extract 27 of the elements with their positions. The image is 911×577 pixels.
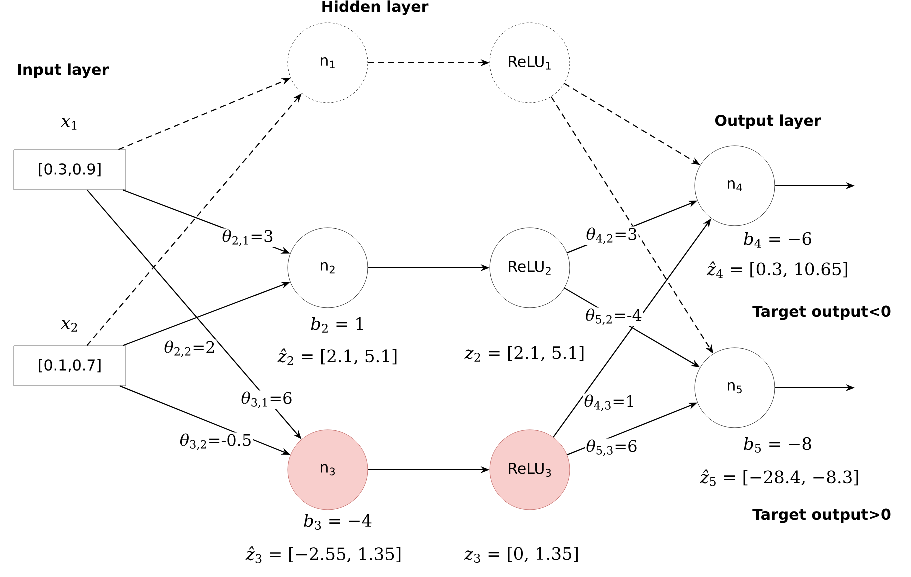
input-name: x$_{1}$	[61, 118, 77, 130]
edge-label: θ$_{2,2}$=2	[163, 340, 217, 358]
value-label: b$_{3}$ = −4	[304, 514, 372, 530]
value-label: ẑ$_{4}$ = [0.3, 10.65]	[706, 262, 848, 278]
value-label: b$_{5}$ = −8	[744, 437, 812, 453]
layer-heading: Input layer	[18, 64, 110, 78]
value-label: z$_{2}$ = [2.1, 5.1]	[464, 346, 584, 362]
layer-heading: Target output>0	[752, 508, 891, 524]
edge-label: θ$_{4,2}$=3	[585, 226, 639, 246]
layer-heading: Hidden layer	[322, 0, 429, 16]
edge-label: θ$_{3,1}$=6	[240, 390, 294, 410]
input-box: [0.1,0.7]	[14, 346, 126, 386]
value-label: ẑ$_{2}$ = [2.1, 5.1]	[278, 348, 397, 366]
input-box: [0.3,0.9]	[14, 150, 126, 190]
value-label: ẑ$_{3}$ = [−2.55, 1.35]	[246, 546, 401, 564]
input-name: x$_{2}$	[61, 320, 78, 332]
layer-heading: Target output<0	[752, 306, 891, 320]
value-label: b$_{2}$ = 1	[311, 317, 363, 333]
edge-label: θ$_{4,3}$=1	[583, 394, 637, 412]
value-label: z$_{3}$ = [0, 1.35]	[464, 547, 578, 563]
edge-label: θ$_{3,2}$=-0.5	[178, 432, 254, 452]
edge-label: θ$_{2,1}$=3	[221, 228, 275, 248]
edge-label: θ$_{5,3}$=6	[585, 438, 639, 458]
value-label: ẑ$_{5}$ = [−28.4, −8.3]	[700, 470, 858, 486]
edge-label: θ$_{5,2}$=-4	[584, 308, 644, 326]
value-label: b$_{4}$ = −6	[744, 232, 812, 248]
layer-heading: Output layer	[715, 114, 822, 130]
